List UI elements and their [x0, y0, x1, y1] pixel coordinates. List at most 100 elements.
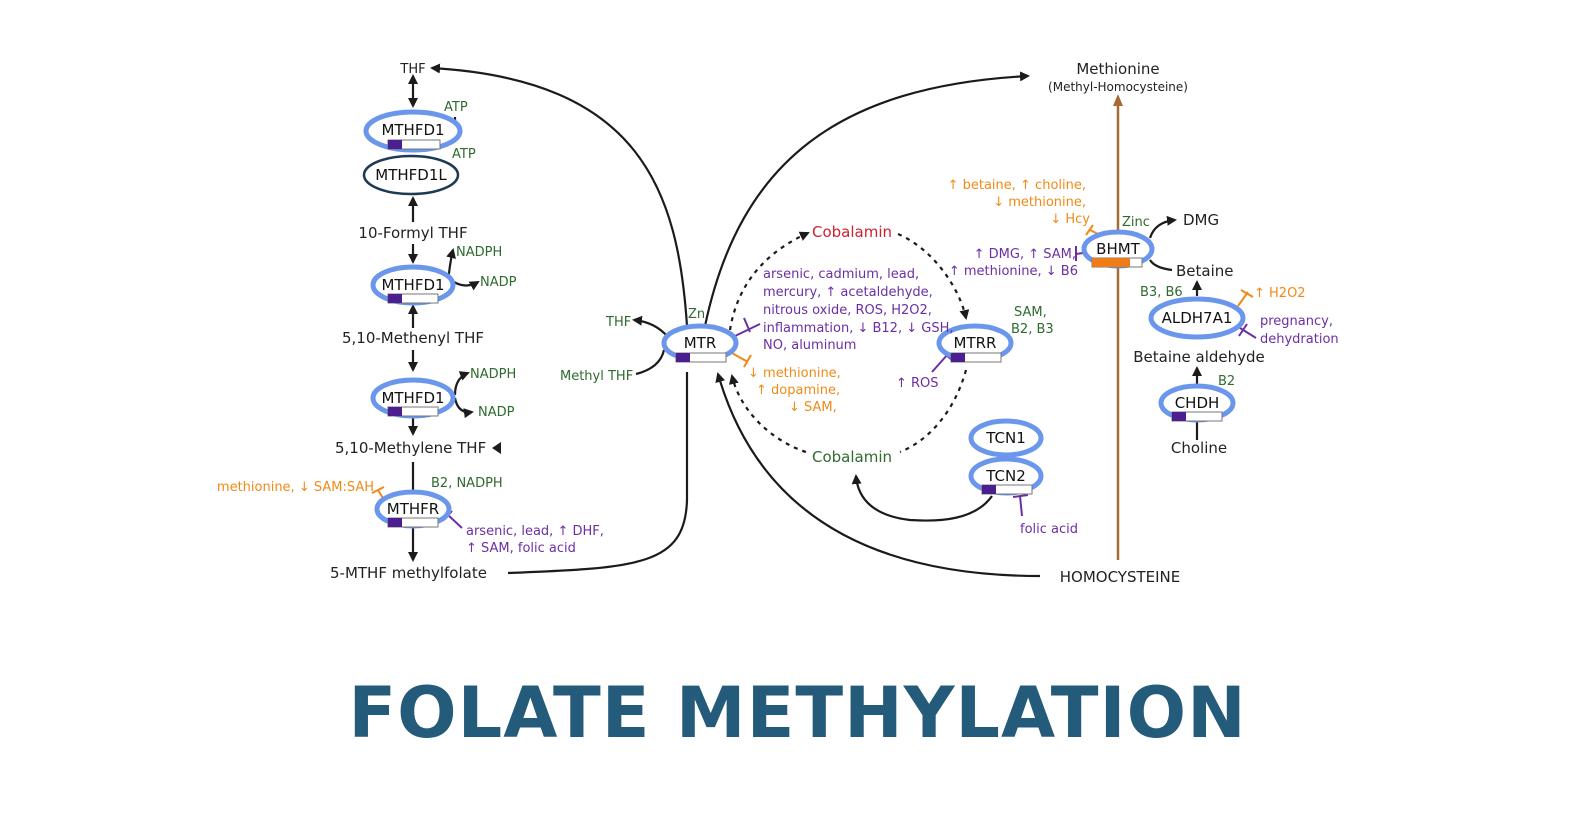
tcn2-purple-inhibit: [1019, 495, 1023, 517]
enzyme-label: MTHFD1: [381, 276, 444, 294]
mtr-purple-inhibit: [734, 323, 761, 337]
metabolite-cobalamin-top: Cobalamin: [812, 223, 892, 241]
mtr-orange-inhibit: [729, 351, 749, 363]
page-title: FOLATE METHYLATION: [348, 672, 1247, 754]
mod-aldh-orange: ↑ H2O2: [1254, 286, 1306, 301]
enzyme-mthfd1-b: MTHFD1: [370, 264, 456, 306]
mod-mtr-orange-1: ↓ methionine,: [748, 366, 841, 381]
enzyme-label: MTR: [684, 334, 717, 352]
enzyme-label: CHDH: [1175, 394, 1220, 412]
enzyme-mthfd1-a: MTHFD1: [363, 109, 463, 153]
choline-branch: [1148, 215, 1202, 440]
enzyme-aldh7a1: ALDH7A1: [1148, 296, 1246, 340]
metabolite-choline: Choline: [1171, 439, 1227, 457]
mod-bhmt-orange-2: ↓ methionine,: [993, 195, 1086, 210]
enzyme-chdh: CHDH: [1158, 383, 1236, 423]
metabolite-methyl-thf: Methyl THF: [560, 369, 633, 384]
bhmt-orange-bar: [1085, 224, 1094, 236]
enzyme-tcn1: TCN1: [968, 418, 1044, 458]
arrow-mtr-to-thf: [430, 63, 689, 327]
mod-mthfr-purple-2: ↑ SAM, folic acid: [466, 541, 576, 556]
mod-bhmt-orange-1: ↑ betaine, ↑ choline,: [948, 178, 1086, 193]
mod-aldh-purple-2: dehydration: [1260, 332, 1339, 347]
metabolite-methylene-thf: 5,10-Methylene THF: [335, 439, 486, 457]
enzyme-label: TCN2: [985, 467, 1026, 485]
aldh-orange-inhibit: [1237, 291, 1249, 307]
cofactor-b2: B2: [1218, 374, 1235, 389]
modulators-purple: arsenic, lead, ↑ DHF, ↑ SAM, folic acid …: [466, 247, 1339, 556]
mtr-purple-bar: [743, 317, 751, 333]
cofactor-sam: SAM,: [1014, 305, 1047, 320]
dotted-cobalamin-mtr: [728, 374, 807, 454]
aldh-purple-bar: [1238, 323, 1248, 337]
cofactor-b2-b3: B2, B3: [1011, 322, 1054, 337]
enzyme-tcn2: TCN2: [968, 456, 1044, 496]
mod-bhmt-orange-3: ↓ Hcy: [1050, 212, 1090, 227]
arrow-nadph2: [453, 371, 470, 396]
enzyme-mtrr: MTRR: [936, 323, 1014, 363]
enzyme-bhmt: BHMT: [1081, 229, 1155, 269]
enzyme-label: MTHFD1: [381, 389, 444, 407]
aldh-orange-bar: [1240, 289, 1254, 298]
enzyme-mthfd1l: MTHFD1L: [362, 154, 460, 196]
metabolite-methionine: Methionine: [1076, 60, 1159, 78]
dotted-mtrr-cobalamin: [899, 369, 968, 454]
enzyme-label: MTHFD1: [381, 121, 444, 139]
metabolite-betaine: Betaine: [1176, 262, 1234, 280]
mod-mtrr-purple: ↑ ROS: [896, 376, 939, 391]
metabolite-formyl-thf: 10-Formyl THF: [358, 224, 467, 242]
mod-tcn2-purple: folic acid: [1020, 522, 1078, 537]
dotted-cobalamin-mtrr: [897, 232, 970, 320]
metabolite-cobalamin-bottom: Cobalamin: [812, 448, 892, 466]
mtr-orange-bar: [743, 354, 752, 368]
enzyme-label: MTHFD1L: [375, 166, 447, 184]
enzyme-label: MTHFR: [387, 500, 439, 518]
modulators-orange: methionine, ↓ SAM:SAH ↓ methionine, ↑ do…: [217, 178, 1306, 495]
enzyme-label: ALDH7A1: [1162, 309, 1233, 327]
mod-mtr-purple-5: NO, aluminum: [763, 338, 856, 353]
enzyme-mthfd1-c: MTHFD1: [370, 377, 456, 419]
metabolite-homocysteine: HOMOCYSTEINE: [1060, 568, 1181, 586]
metabolite-dmg: DMG: [1183, 211, 1219, 229]
cofactor-nadp2: NADP: [478, 405, 515, 420]
mthfr-purple-inhibit: [447, 514, 463, 529]
metabolite-thf-top: THF: [399, 62, 425, 77]
enzyme-label: MTRR: [954, 334, 997, 352]
arrow-mtr-thf: [632, 315, 669, 338]
cofactor-nadp1: NADP: [480, 275, 517, 290]
enzyme-label: BHMT: [1096, 240, 1141, 258]
cofactors: ATP ATP NADPH NADP NADPH NADP B2, NADPH …: [431, 100, 1235, 491]
pathway-svg: MTHFD1 MTHFD1L MTHFD1 MTHFD1 MTHFR MTR M…: [217, 60, 1339, 586]
arrow-nadp2: [453, 397, 474, 419]
line-methyl-thf: [635, 349, 666, 376]
methylene-triangle: [492, 442, 501, 454]
mod-mtr-purple-1: arsenic, cadmium, lead,: [763, 267, 919, 282]
tcn2-purple-bar: [1012, 494, 1029, 498]
mtrr-purple-inhibit: [931, 353, 949, 373]
metabolite-mthf: 5-MTHF methylfolate: [330, 564, 487, 582]
mod-mtr-purple-3: nitrous oxide, ROS, H2O2,: [763, 303, 932, 318]
mthfr-orange-bar: [371, 486, 385, 494]
cofactor-atp1: ATP: [444, 100, 468, 115]
enzyme-mthfr: MTHFR: [374, 489, 452, 529]
mod-mtr-purple-4: inflammation, ↓ B12, ↓ GSH,: [763, 321, 953, 336]
mod-mtr-orange-3: ↓ SAM,: [789, 400, 837, 415]
cofactor-zinc: Zinc: [1122, 215, 1150, 230]
mod-mtr-orange-2: ↑ dopamine,: [756, 383, 840, 398]
mod-mthfr-orange: methionine, ↓ SAM:SAH: [217, 480, 374, 495]
arrow-tcn2-cobalamin: [851, 474, 993, 522]
arrow-hcy-to-mtr: [715, 372, 1041, 578]
arrow-bhmt-dmg: [1148, 215, 1177, 239]
cofactor-nadph2: NADPH: [470, 367, 516, 382]
cofactor-atp2: ATP: [452, 147, 476, 162]
mod-bhmt-purple-2: ↑ methionine, ↓ B6: [949, 264, 1078, 279]
enzyme-mtr: MTR: [661, 323, 739, 363]
arrow-mtr-to-methionine: [703, 71, 1030, 327]
arrow-nadp1: [453, 280, 480, 291]
metabolite-methenyl-thf: 5,10-Methenyl THF: [342, 329, 484, 347]
metabolite-betaine-aldehyde: Betaine aldehyde: [1133, 348, 1265, 366]
mod-mtr-purple-2: mercury, ↑ acetaldehyde,: [763, 285, 933, 300]
mod-mthfr-purple-1: arsenic, lead, ↑ DHF,: [466, 524, 604, 539]
mtr-cycle: [632, 71, 1041, 578]
